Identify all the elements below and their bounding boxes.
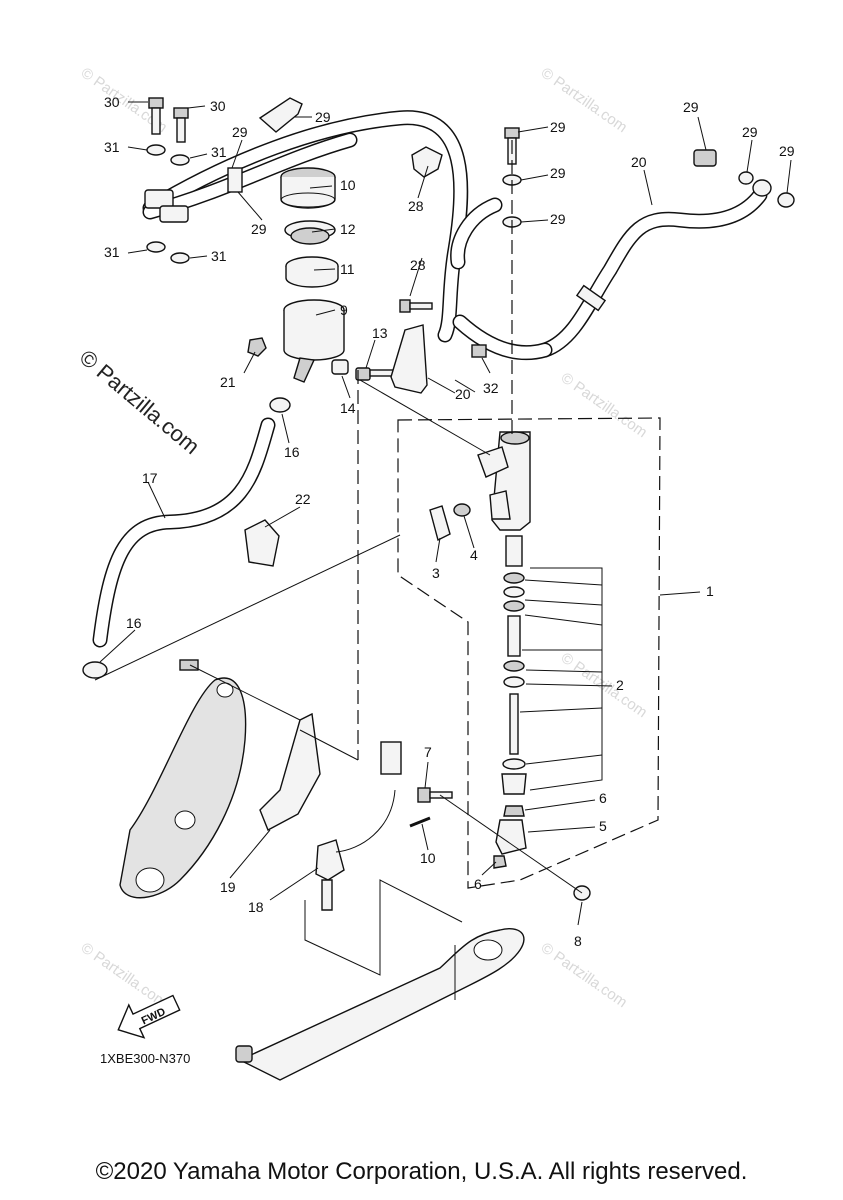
callout-18: 18 <box>248 899 264 915</box>
bolt-26 <box>399 299 411 313</box>
union-bolt-28 <box>504 127 520 139</box>
clevis-5 <box>495 819 527 855</box>
callout-6: 6 <box>474 876 482 892</box>
brake-pedal <box>238 928 525 1081</box>
callout-4: 4 <box>470 547 478 563</box>
callout-11: 10 <box>340 177 356 193</box>
callout-28: 29 <box>683 99 699 115</box>
hose-clamp-16-lower <box>82 661 108 679</box>
callout-24: 29 <box>232 124 248 140</box>
callout-10: 9 <box>340 302 348 318</box>
callout-31: 31 <box>104 139 120 155</box>
callout-15: 14 <box>340 400 356 416</box>
bolt-32 <box>471 344 487 358</box>
callout-12: 11 <box>340 261 355 277</box>
callout-5: 5 <box>599 818 607 834</box>
callout-32: 32 <box>483 380 499 396</box>
callout-9: 10 <box>420 850 436 866</box>
callout-17: 17 <box>142 470 158 486</box>
callout-31: 31 <box>211 144 227 160</box>
callout-30: 30 <box>210 98 226 114</box>
callout-28: 29 <box>550 119 566 135</box>
watermark-text: © Partzilla.com <box>538 939 631 1011</box>
reservoir-diaphragm <box>285 256 339 288</box>
callout-31: 31 <box>104 244 120 260</box>
callout-16: 16 <box>126 615 142 631</box>
callout-25: 29 <box>315 109 331 125</box>
callout-29: 29 <box>742 124 758 140</box>
callout-6: 6 <box>599 790 607 806</box>
callout-2: 2 <box>616 677 624 693</box>
leader-lines <box>99 101 792 926</box>
callout-19: 19 <box>220 879 236 895</box>
hose-joint-3 <box>429 505 451 542</box>
hose-clip-27 <box>411 146 443 178</box>
nut-21 <box>247 337 267 357</box>
reservoir-tank <box>283 299 345 383</box>
reservoir-hose <box>92 417 276 648</box>
copyright-notice: ©2020 Yamaha Motor Corporation, U.S.A. A… <box>95 1158 748 1185</box>
piston-kit <box>501 535 527 817</box>
callout-8: 8 <box>574 933 582 949</box>
callout-14: 13 <box>372 325 388 341</box>
assembly-lines <box>94 140 583 1000</box>
watermark-text: © Partzilla.com <box>78 939 171 1011</box>
brake-hose-upper <box>142 110 503 343</box>
callout-13: 12 <box>340 221 356 237</box>
callout-1: 1 <box>706 583 714 599</box>
washer-29-right <box>738 171 754 185</box>
reservoir-cap <box>280 167 336 209</box>
callout-27: 28 <box>408 198 424 214</box>
brake-hose-right <box>452 187 768 361</box>
union-bolt-28-right <box>693 149 717 167</box>
reservoir-bracket <box>390 324 428 394</box>
master-cylinder-body <box>477 431 531 531</box>
switch-bracket <box>259 712 321 831</box>
hose-clip-22 <box>244 519 280 567</box>
callout-20: 20 <box>455 386 471 402</box>
callout-16: 16 <box>284 444 300 460</box>
callout-29: 29 <box>779 143 795 159</box>
brake-switch <box>315 839 345 881</box>
o-ring-4 <box>453 503 471 517</box>
cotter-pin-9 <box>409 816 431 828</box>
pin-7 <box>417 787 431 803</box>
callout-26: 28 <box>410 257 426 273</box>
callout-7: 7 <box>424 744 432 760</box>
grommet-15 <box>331 359 349 375</box>
callout-20: 20 <box>631 154 647 170</box>
callout-31: 31 <box>211 248 227 264</box>
diagram-code: 1XBE300-N370 <box>100 1051 190 1066</box>
callout-21: 21 <box>220 374 236 390</box>
hose-clamp-16-upper <box>269 397 291 413</box>
watermark-text: © Partzilla.com <box>558 369 651 441</box>
switch-connector <box>380 741 402 775</box>
callout-30: 30 <box>104 94 120 110</box>
callout-29: 29 <box>550 165 566 181</box>
hose-clamp-25 <box>258 97 303 133</box>
diaphragm-plate <box>284 220 336 245</box>
callout-23: 29 <box>251 221 267 237</box>
callout-22: 22 <box>295 491 311 507</box>
master-cylinder-assembly-outline <box>397 417 661 889</box>
callout-3: 3 <box>432 565 440 581</box>
washer-29-right <box>777 192 795 208</box>
bracket-bolt <box>179 659 199 671</box>
watermark-main: © Partzilla.com <box>75 345 205 459</box>
callout-29: 29 <box>550 211 566 227</box>
footrest-bracket <box>119 677 247 899</box>
callout-labels: 30 30 31 31 31 31 29 29 29 10 12 11 9 13… <box>104 94 795 949</box>
